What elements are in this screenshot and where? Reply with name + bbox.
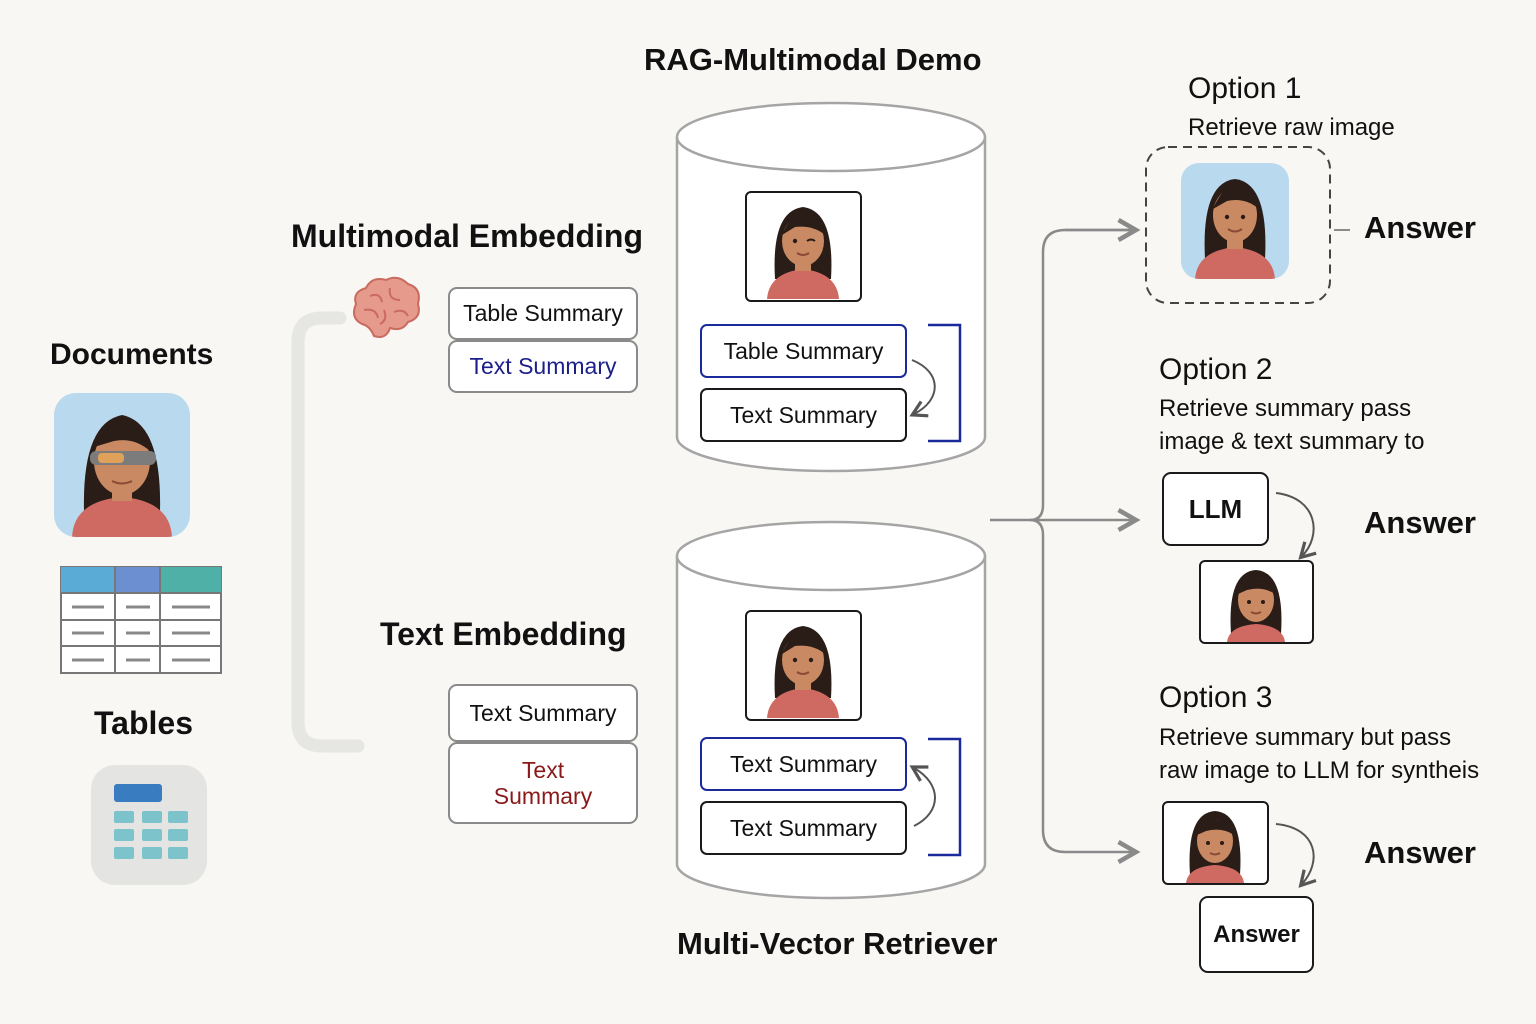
option3-raw-image-icon [1162,801,1269,885]
text-embedding-label: Text Embedding [380,616,627,652]
option1-answer: Answer [1364,210,1476,245]
table-icon [60,566,222,674]
te-text-summary-box: Text Summary [448,684,638,742]
multimodal-embedding-label: Multimodal Embedding [291,218,643,254]
option3-desc-line2: raw image to LLM for syntheis [1159,757,1480,784]
documents-label: Documents [50,338,214,371]
option3-answer-box: Answer [1199,896,1314,973]
option2-title: Option 2 [1159,353,1273,386]
option2-desc-line1: Retrieve summary pass [1159,395,1412,422]
option2-llm-box: LLM [1162,472,1269,546]
option3-answer: Answer [1364,835,1476,870]
option2-answer: Answer [1364,505,1476,540]
bottom-store-avatar-icon [745,610,862,721]
option2-image-icon [1199,560,1314,644]
tables-label: Tables [94,705,193,741]
top-store-avatar-icon [745,191,862,302]
option3-title: Option 3 [1159,681,1273,714]
option2-desc-line2: image & text summary to [1159,428,1425,455]
bottom-cycle-arrow [909,765,936,827]
top-text-summary-box: Text Summary [700,388,907,442]
option3-curve-arrow [1275,823,1317,888]
mm-text-summary-box: Text Summary [448,340,638,393]
retriever-title: Multi-Vector Retriever [677,926,998,961]
fork-connector [990,218,1141,864]
option2-curve-arrow [1275,492,1317,560]
document-avatar-icon [54,393,190,537]
page-title: RAG-Multimodal Demo [644,42,982,77]
bottom-text-summary-box: Text Summary [700,801,907,855]
left-bracket [291,311,365,753]
option1-title: Option 1 [1188,72,1302,105]
te-text-summary-red-box: Text Summary [448,742,638,824]
option1-raw-image-icon [1181,163,1289,279]
option3-desc-line1: Retrieve summary but pass [1159,724,1452,751]
top-table-summary-box: Table Summary [700,324,907,378]
brain-icon [350,274,422,342]
bottom-text-summary-blue-box: Text Summary [700,737,907,791]
top-cycle-arrow [909,359,936,418]
mm-table-summary-box: Table Summary [448,287,638,340]
bottom-blue-bracket [928,737,962,857]
top-blue-bracket [928,323,962,443]
calculator-icon [90,764,208,886]
option1-desc: Retrieve raw image [1188,114,1395,141]
option1-dashed-frame [1145,146,1331,304]
